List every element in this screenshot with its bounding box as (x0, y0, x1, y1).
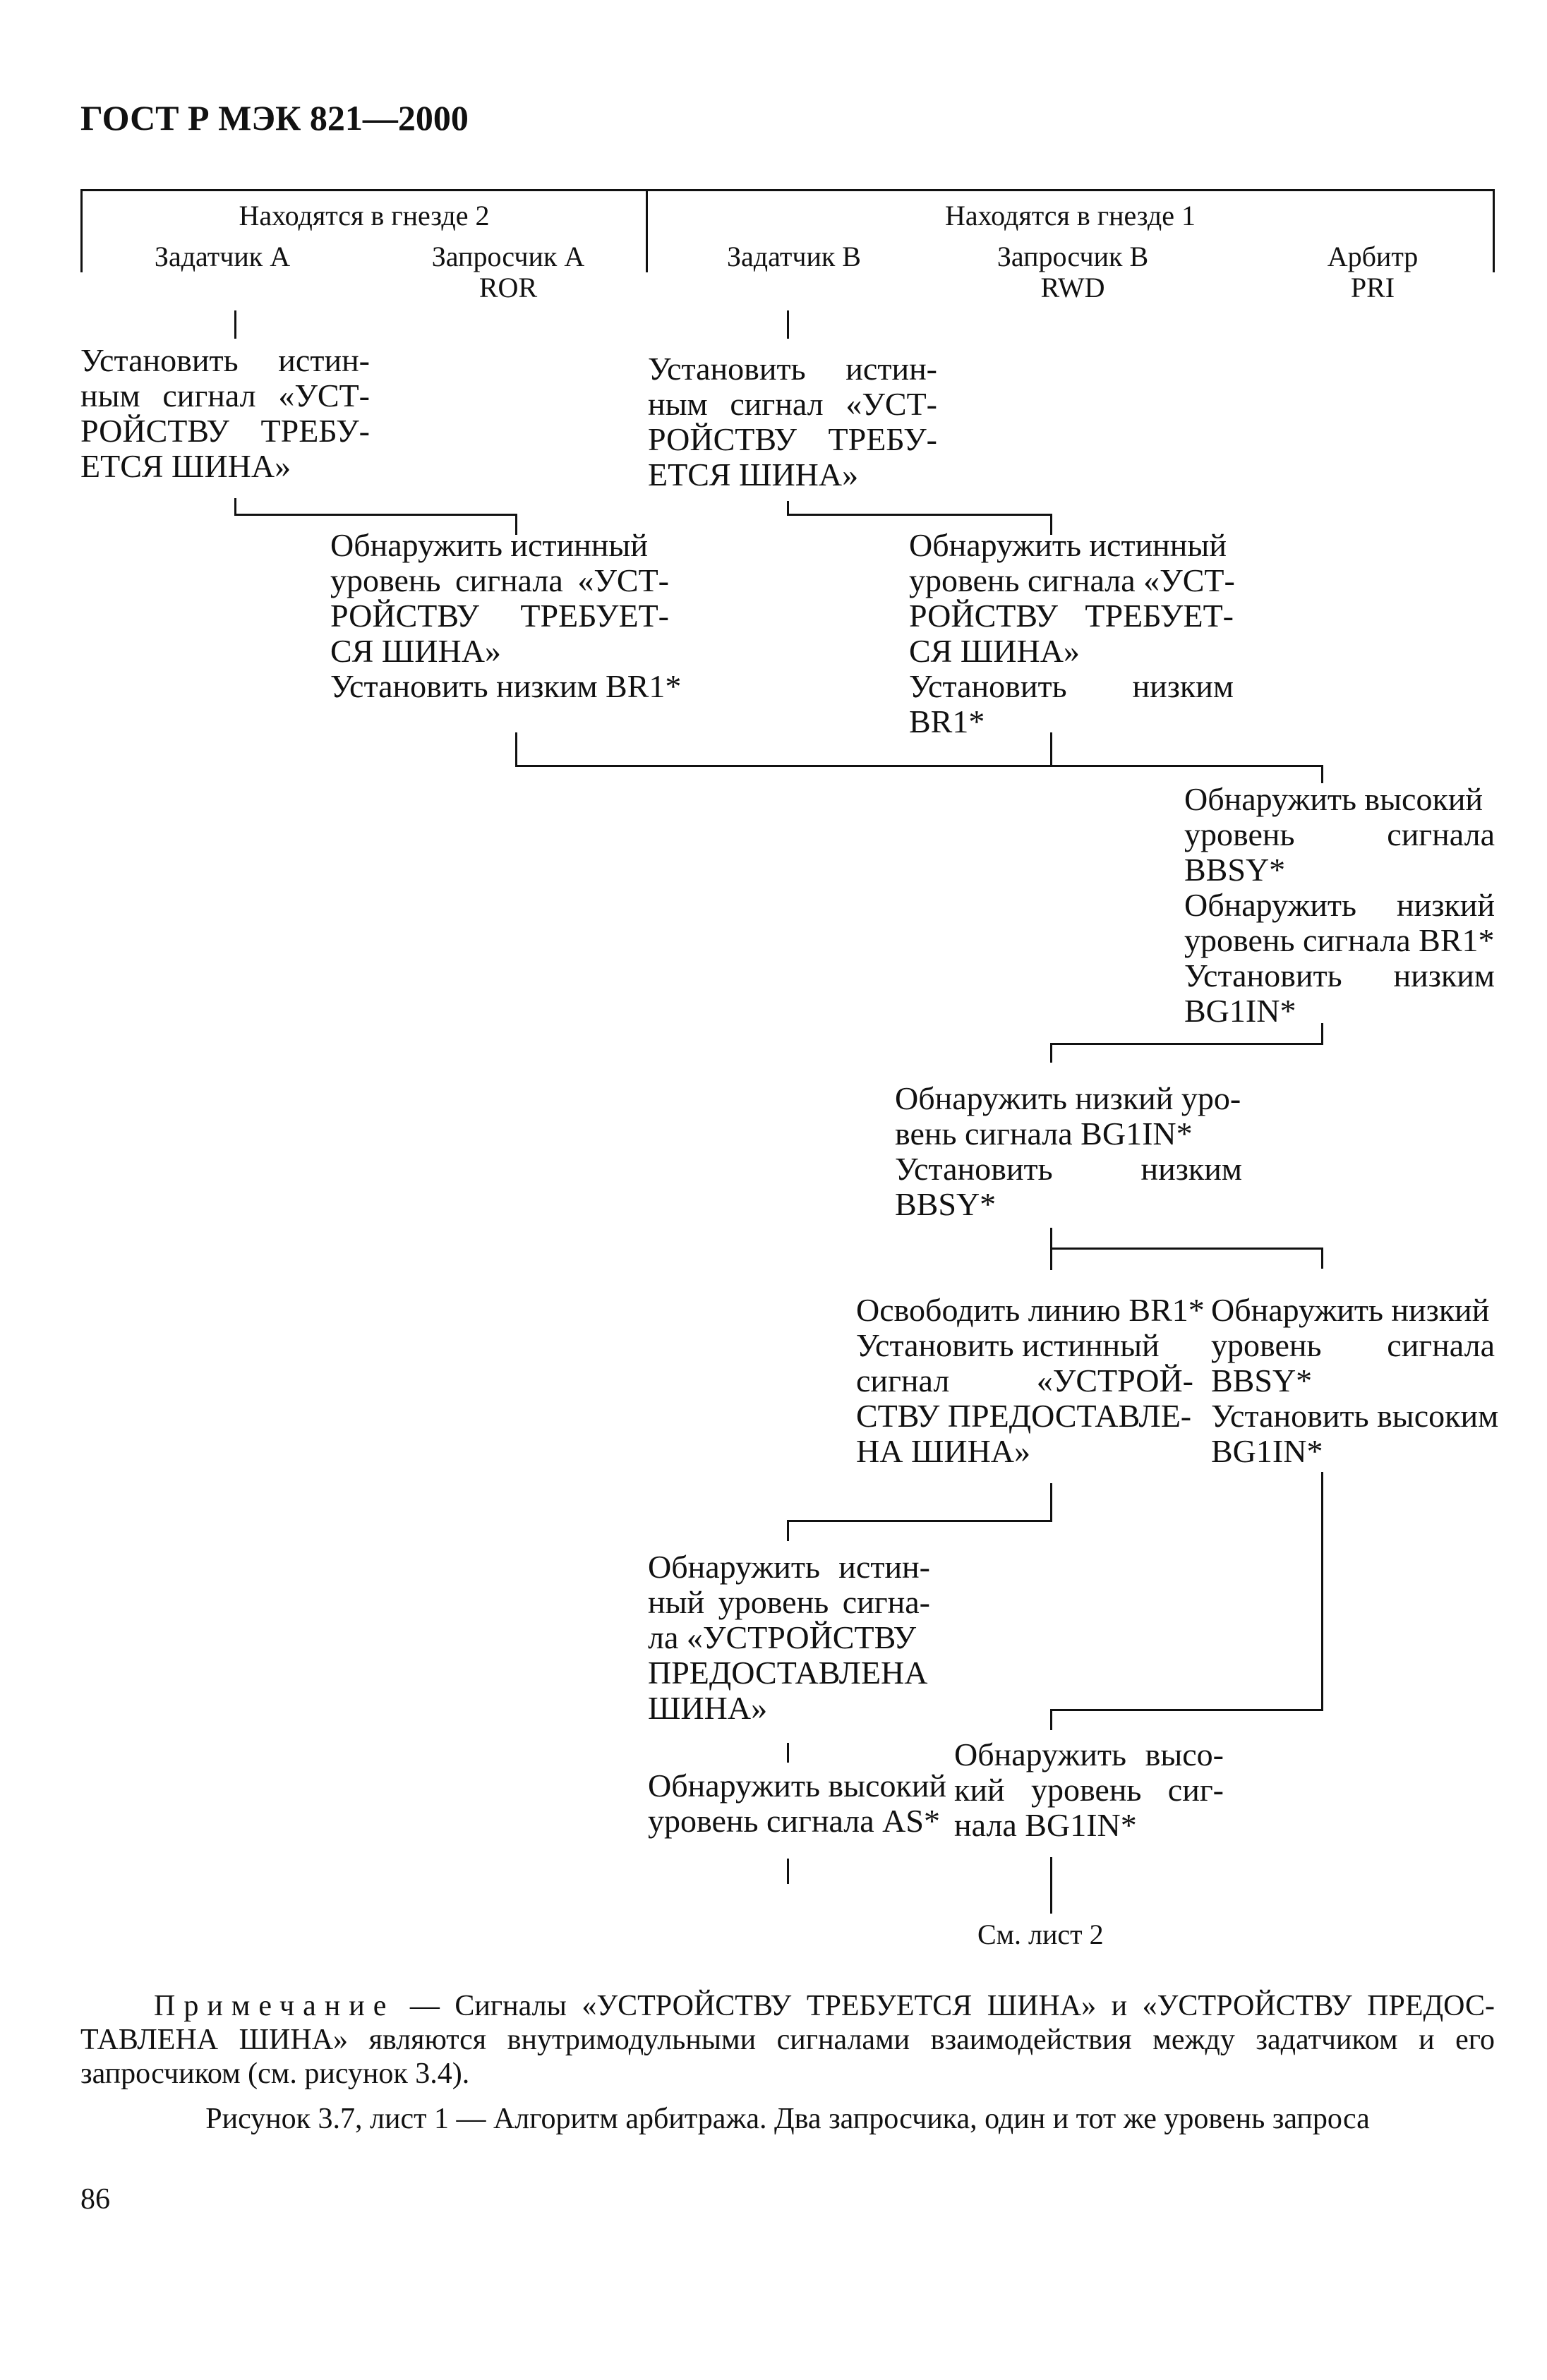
column-arbiter: Арбитр (1327, 241, 1419, 272)
document-header: ГОСТ Р МЭК 821—2000 (80, 98, 469, 138)
connector-rb2-up (1050, 1043, 1052, 1063)
connector-arb1-down (1321, 1023, 1323, 1044)
connector-a1-horizontal (234, 514, 517, 516)
step-requester-b-release: Освободить линию BR1*Установить истинный… (856, 1292, 1205, 1469)
column-requester-b: Запросчик В (997, 241, 1149, 272)
connector-rb4-down (1050, 1857, 1052, 1914)
header-middle-rule (646, 189, 648, 272)
connector-a1-top (234, 310, 236, 339)
connector-b3-up (787, 1743, 789, 1763)
connector-b2-up (787, 1520, 789, 1541)
connector-rb3-down (1050, 1483, 1052, 1521)
step-master-b-request: Установить истин-ным сигнал «УСТ-РОЙСТВУ… (648, 351, 937, 493)
column-master-b: Задатчик В (727, 241, 861, 272)
connector-merge-horizontal (515, 765, 1323, 767)
connector-b3-down (787, 1859, 789, 1884)
note-line-1: Примечание — Сигналы «УСТРОЙСТВУ ТРЕБУЕТ… (154, 1990, 1495, 2022)
note-line-2: ТАВЛЕНА ШИНА» являются внутримодульными … (80, 2024, 1495, 2056)
connector-rb3-horizontal (787, 1520, 1052, 1522)
connector-ra1-down (515, 732, 517, 766)
connector-arb2-down (1321, 1472, 1323, 1710)
step-requester-b-check-bg1in: Обнаружить высо-кий уровень сиг-нала BG1… (954, 1736, 1224, 1843)
note-text: — Сигналы «УСТРОЙСТВУ ТРЕБУЕТСЯ ШИНА» и … (395, 1990, 1495, 2022)
connector-b1-horizontal (787, 514, 1052, 516)
step-requester-b-take-bus: Обнаружить низкий уро-вень сигнала BG1IN… (895, 1080, 1242, 1222)
group-slot-2: Находятся в гнезде 2 (239, 200, 490, 231)
group-slot-1: Находятся в гнезде 1 (945, 200, 1196, 231)
connector-b1-top (787, 310, 789, 339)
step-master-b-granted: Обнаружить истин-ный уровень сигна-ла «У… (648, 1549, 930, 1726)
column-requester-a: Запросчик А (431, 241, 585, 272)
step-master-a-request: Установить истин-ным сигнал «УСТ-РОЙСТВУ… (80, 342, 370, 484)
header-top-rule (80, 189, 1495, 191)
connector-a1-down (234, 498, 236, 515)
connector-rb1-down (1050, 732, 1052, 766)
page-number: 86 (80, 2183, 110, 2216)
connector-split-horizontal (1050, 1248, 1323, 1250)
figure-caption: Рисунок 3.7, лист 1 — Алгоритм арбитража… (205, 2103, 1370, 2135)
connector-b1-down (787, 501, 789, 515)
continue-sheet-label: См. лист 2 (977, 1919, 1104, 1950)
column-requester-b-code: RWD (1040, 272, 1105, 303)
column-arbiter-code: PRI (1350, 272, 1395, 303)
connector-arb2-horizontal (1050, 1709, 1323, 1711)
connector-arb2-up (1321, 1248, 1323, 1269)
column-master-a: Задатчик А (154, 241, 291, 272)
note-line-3: запросчиком (см. рисунок 3.4). (80, 2058, 470, 2090)
connector-rb4-up (1050, 1709, 1052, 1730)
header-right-rule (1493, 189, 1495, 272)
connector-arb1-up (1321, 765, 1323, 783)
header-left-rule (80, 189, 83, 272)
connector-rb1-up (1050, 514, 1052, 535)
column-requester-a-code: ROR (478, 272, 538, 303)
connector-ra1-up (515, 514, 517, 535)
connector-arb1-horizontal (1050, 1043, 1323, 1045)
note-label: Примечание (154, 1990, 395, 2022)
